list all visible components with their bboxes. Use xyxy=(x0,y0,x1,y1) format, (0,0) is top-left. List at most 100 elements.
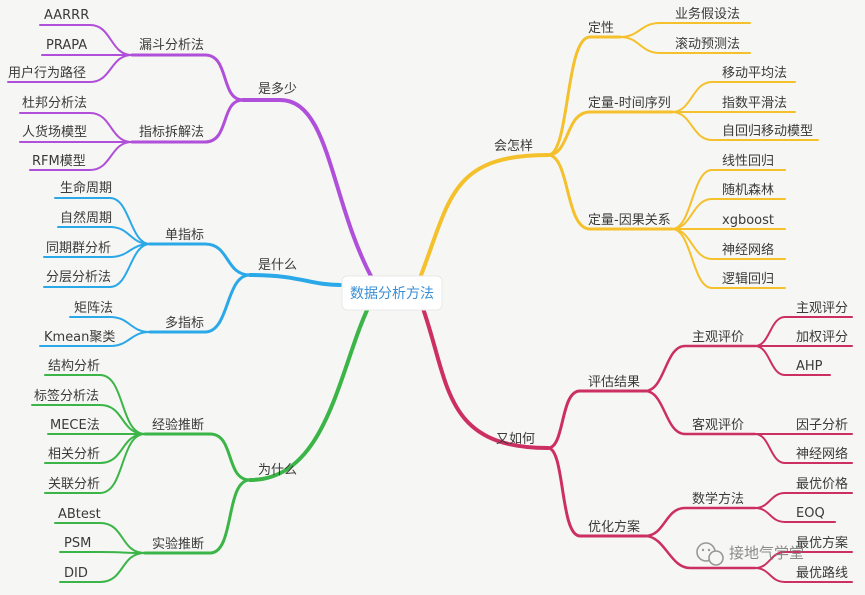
edge-eval-objective xyxy=(643,389,757,436)
edge-what-multi xyxy=(148,273,252,334)
edge-why-experiment xyxy=(143,478,252,555)
leaf-optimal-plan[interactable]: 最优方案 xyxy=(796,535,848,551)
leaf-matrix[interactable]: 矩阵法 xyxy=(74,301,113,316)
leaf-rolling-forecast[interactable]: 滚动预测法 xyxy=(675,36,740,52)
node-objective[interactable]: 客观评价 xyxy=(692,417,744,433)
node-funnel[interactable]: 漏斗分析法 xyxy=(139,37,204,53)
watermark-text: 接地气学堂 xyxy=(729,544,804,562)
node-sowhat[interactable]: 又如何 xyxy=(496,431,535,447)
leaf-logistic-regression[interactable]: 逻辑回归 xyxy=(722,272,774,287)
node-math[interactable]: 数学方法 xyxy=(692,491,744,507)
leaf-dupont[interactable]: 杜邦分析法 xyxy=(22,96,87,111)
leaf-lifecycle[interactable]: 生命周期 xyxy=(60,180,112,196)
leaf-neural-network-2[interactable]: 神经网络 xyxy=(796,446,848,462)
trunk-why xyxy=(248,298,374,482)
trunk-how xyxy=(418,153,550,280)
edge-math-2 xyxy=(754,507,836,523)
leaf-abtest[interactable]: ABtest xyxy=(58,507,101,522)
edge-opt-extra xyxy=(643,534,757,570)
edge-causal-1 xyxy=(671,169,786,230)
leaf-linear-regression[interactable]: 线性回归 xyxy=(722,154,774,169)
edge-subj-1 xyxy=(754,316,853,347)
node-evaluate[interactable]: 评估结果 xyxy=(588,375,640,390)
leaf-weighted-score[interactable]: 加权评分 xyxy=(796,329,848,345)
edge-split-3 xyxy=(29,141,133,171)
node-qual[interactable]: 定性 xyxy=(588,21,614,36)
trunk-howmuch xyxy=(241,98,374,280)
node-timeseries[interactable]: 定量-时间序列 xyxy=(588,96,671,111)
leaf-ahp[interactable]: AHP xyxy=(796,359,823,374)
node-optimize[interactable]: 优化方案 xyxy=(588,519,640,535)
center-node[interactable] xyxy=(341,275,443,311)
leaf-moving-average[interactable]: 移动平均法 xyxy=(722,66,787,81)
leaf-rfm[interactable]: RFM模型 xyxy=(32,154,86,169)
node-single[interactable]: 单指标 xyxy=(165,228,204,243)
leaf-prapa[interactable]: PRAPA xyxy=(46,38,87,53)
leaf-layered[interactable]: 分层分析法 xyxy=(46,270,111,285)
edge-exp-1 xyxy=(44,374,146,435)
edge-qual-2 xyxy=(619,36,751,54)
edge-single-1 xyxy=(54,197,151,245)
edge-what-single xyxy=(148,242,252,277)
wechat-bubble-icon xyxy=(696,542,724,566)
node-subjective[interactable]: 主观评价 xyxy=(692,330,744,345)
leaf-exp-smoothing[interactable]: 指数平滑法 xyxy=(722,96,787,111)
leaf-natural-cycle[interactable]: 自然周期 xyxy=(60,210,112,226)
edge-eval-subjective xyxy=(643,344,757,393)
edge-opt-math xyxy=(643,506,757,538)
edge-qual-1 xyxy=(619,22,751,38)
leaf-correlation[interactable]: 相关分析 xyxy=(48,447,100,462)
leaf-aarrr[interactable]: AARRR xyxy=(44,8,89,23)
node-what[interactable]: 是什么 xyxy=(258,258,297,273)
edge-how-ts xyxy=(546,110,674,157)
node-experiment[interactable]: 实验推断 xyxy=(152,536,204,552)
leaf-factor-analysis[interactable]: 因子分析 xyxy=(796,418,848,433)
leaf-tagging[interactable]: 标签分析法 xyxy=(34,388,99,404)
node-why[interactable]: 为什么 xyxy=(258,463,297,478)
node-howmuch[interactable]: 是多少 xyxy=(258,81,297,97)
leaf-neural-network[interactable]: 神经网络 xyxy=(722,242,774,258)
edge-howmuch-split xyxy=(130,98,245,144)
leaf-arma[interactable]: 自回归移动模型 xyxy=(722,124,813,139)
edge-expt-2 xyxy=(59,551,146,554)
edge-howmuch-funnel xyxy=(130,53,245,102)
leaf-random-forest[interactable]: 随机森林 xyxy=(722,183,774,198)
leaf-eoq[interactable]: EOQ xyxy=(796,506,825,521)
leaf-biz-hypothesis[interactable]: 业务假设法 xyxy=(675,6,740,22)
edge-ts-3 xyxy=(671,111,819,141)
edge-why-experience xyxy=(143,432,252,482)
edge-expt-3 xyxy=(59,552,146,583)
leaf-people-goods-place[interactable]: 人货场模型 xyxy=(22,124,87,140)
edge-math-4 xyxy=(754,567,853,583)
edge-subj-3 xyxy=(754,345,831,376)
leaf-optimal-price[interactable]: 最优价格 xyxy=(796,476,848,492)
leaf-cohort[interactable]: 同期群分析 xyxy=(46,241,111,256)
edge-funnel-3 xyxy=(7,54,133,83)
edge-causal-2 xyxy=(671,198,786,230)
edge-funnel-1 xyxy=(39,24,133,56)
leaf-kmean[interactable]: Kmean聚类 xyxy=(44,330,115,345)
leaf-structure[interactable]: 结构分析 xyxy=(48,359,100,374)
edge-ts-1 xyxy=(671,81,796,113)
center-label: 数据分析方法 xyxy=(350,286,434,302)
node-multi[interactable]: 多指标 xyxy=(165,315,204,331)
leaf-xgboost[interactable]: xgboost xyxy=(722,213,774,228)
edge-obj-2 xyxy=(754,433,853,464)
edge-sowhat-optimize xyxy=(546,446,647,538)
node-experience[interactable]: 经验推断 xyxy=(152,417,204,433)
leaf-mece[interactable]: MECE法 xyxy=(50,418,100,433)
watermark: 接地气学堂 xyxy=(696,542,804,566)
leaf-subjective-score[interactable]: 主观评分 xyxy=(796,301,848,316)
node-how[interactable]: 会怎样 xyxy=(494,139,533,154)
leaf-user-path[interactable]: 用户行为路径 xyxy=(8,65,86,81)
node-metric-split[interactable]: 指标拆解法 xyxy=(139,125,204,140)
leaf-optimal-route[interactable]: 最优路线 xyxy=(796,565,848,581)
leaf-association[interactable]: 关联分析 xyxy=(48,477,100,492)
leaf-did[interactable]: DID xyxy=(64,566,88,581)
node-causal[interactable]: 定量-因果关系 xyxy=(588,213,671,228)
edge-causal-5 xyxy=(671,228,786,289)
trunk-sowhat xyxy=(418,298,550,450)
leaf-psm[interactable]: PSM xyxy=(64,536,91,551)
